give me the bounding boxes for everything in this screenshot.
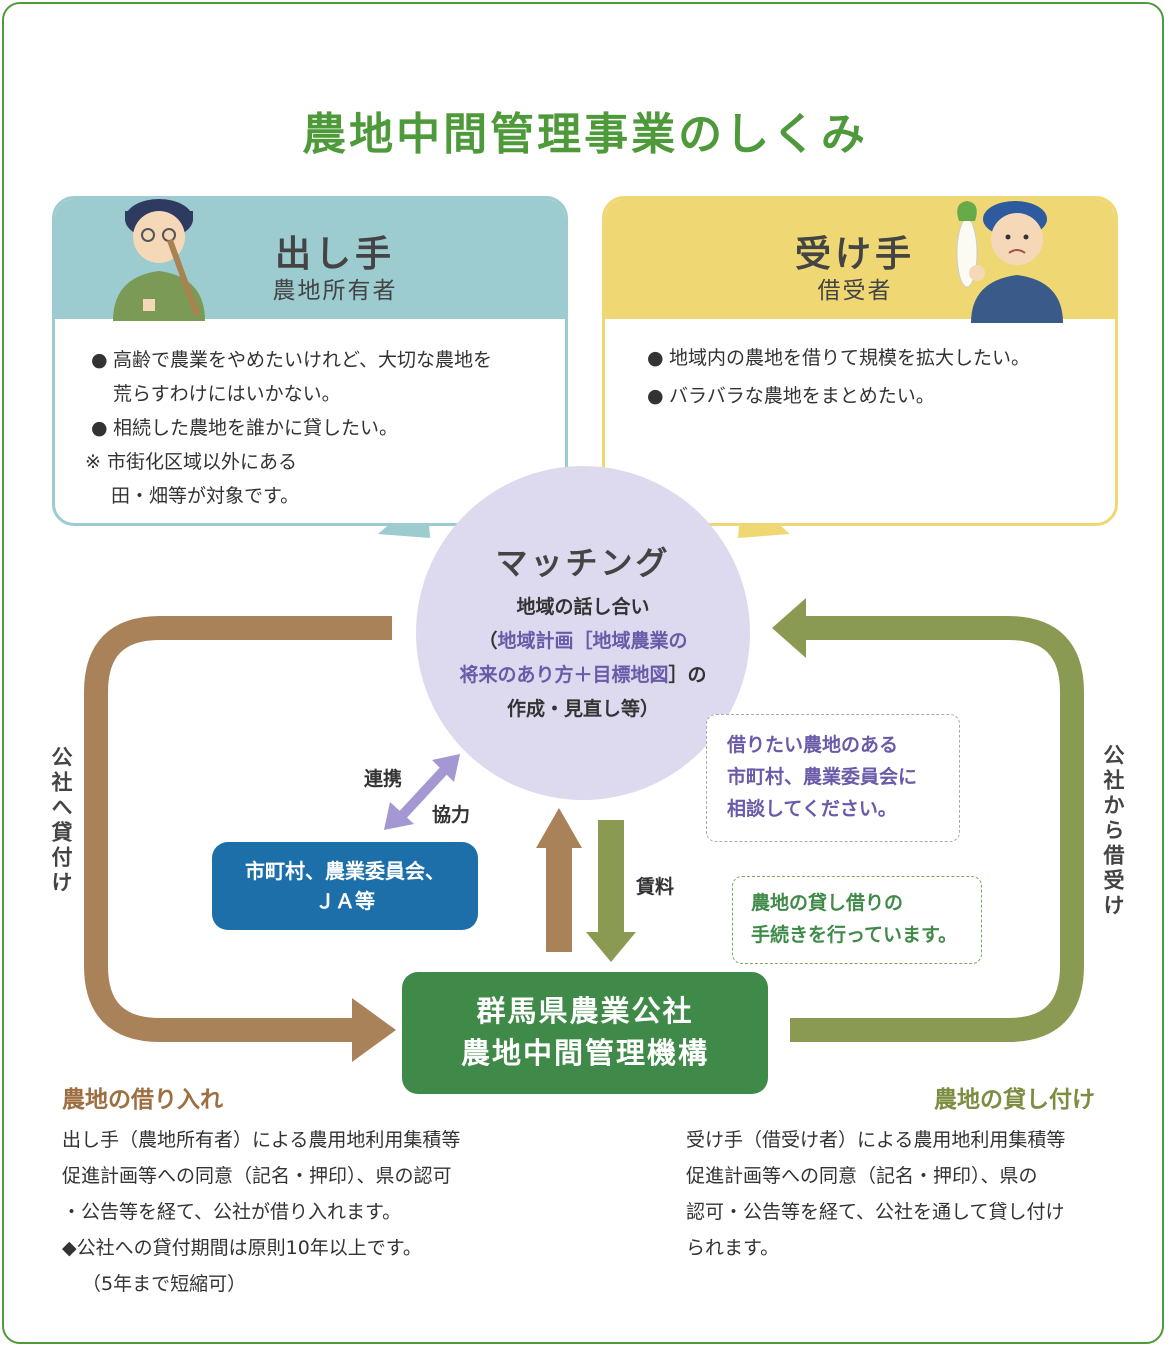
- note-mark: ※: [85, 451, 101, 473]
- bullet-icon: ●: [91, 349, 108, 371]
- giver-bullet-1: ● 高齢で農業をやめたいけれど、大切な農地を荒らすわけにはいかない。: [91, 343, 553, 411]
- receiver-bullet-1: ● 地域内の農地を借りて規模を拡大したい。: [647, 341, 1109, 375]
- rent-arrow: [586, 932, 636, 962]
- bullet-icon: ●: [91, 417, 108, 439]
- bullet-icon: ●: [647, 385, 664, 407]
- elderly-farmer-illustration: [113, 199, 205, 321]
- giver-title: 出し手: [274, 234, 395, 275]
- up-arrow: [536, 808, 582, 848]
- procedure-note: 農地の貸し借りの 手続きを行っています。: [732, 876, 982, 964]
- borrowing-heading: 農地の借り入れ: [62, 1087, 223, 1113]
- lending-heading: 農地の貸し付け: [934, 1087, 1095, 1113]
- lend-to-corp-label: 公社へ貸付け: [49, 746, 73, 896]
- matching-circle: マッチング 地域の話し合い （地域計画［地域農業の 将来のあり方＋目標地図］の …: [416, 466, 750, 800]
- rent-label: 賃料: [636, 876, 675, 898]
- giver-subtitle: 農地所有者: [272, 278, 398, 304]
- lending-text: 受け手（借受け者）による農用地利用集積等 促進計画等への同意（記名・押印）、県の…: [686, 1129, 1066, 1259]
- matching-line-4: 作成・見直し等）: [506, 698, 659, 720]
- receiver-title: 受け手: [794, 234, 915, 275]
- lend-to-corp-arrow: [84, 616, 392, 1042]
- cooperation-arrow-top: [432, 754, 460, 782]
- matching-line-1: 地域の話し合い: [516, 596, 650, 618]
- giver-note: ※ 市街化区域以外にある 田・畑等が対象です。: [85, 451, 300, 507]
- receiver-subtitle: 借受者: [817, 278, 893, 304]
- matching-line-3: 将来のあり方＋目標地図］の: [459, 664, 707, 686]
- bullet-icon: ●: [647, 347, 664, 369]
- giver-card: 出し手 農地所有者 ● 高齢で農業をやめたいけれど、大切な農地を荒らすわけにはい…: [52, 196, 568, 526]
- corporation-box: 群馬県農業公社 農地中間管理機構: [402, 972, 768, 1094]
- receiver-card: 受け手 借受者 ● 地域内の農地を借りて規模を拡大したい。 ● バラバラな農地を…: [602, 196, 1118, 526]
- collaboration-label: 協力: [432, 804, 471, 826]
- borrow-from-corp-arrow: [790, 616, 1084, 1042]
- cooperation-label: 連携: [364, 768, 403, 790]
- receiver-bullet-2: ● バラバラな農地をまとめたい。: [647, 379, 1109, 413]
- borrow-from-corp-arrowhead: [772, 598, 806, 658]
- consult-note: 借りたい農地のある 市町村、農業委員会に 相談してください。: [706, 714, 960, 842]
- young-farmer-illustration: [956, 201, 1063, 323]
- borrowing-text: 出し手（農地所有者）による農用地利用集積等 促進計画等への同意（記名・押印）、県…: [62, 1129, 461, 1295]
- matching-title: マッチング: [495, 544, 671, 582]
- matching-line-2: （地域計画［地域農業の: [478, 630, 688, 652]
- cooperation-arrow-bottom: [384, 802, 414, 830]
- partners-box: 市町村、農業委員会、 ＪＡ等: [212, 842, 478, 930]
- giver-bullet-2: ● 相続した農地を誰かに貸したい。: [91, 411, 553, 445]
- borrow-from-corp-label: 公社から借受け: [1101, 744, 1125, 919]
- page-title: 農地中間管理事業のしくみ: [302, 109, 868, 160]
